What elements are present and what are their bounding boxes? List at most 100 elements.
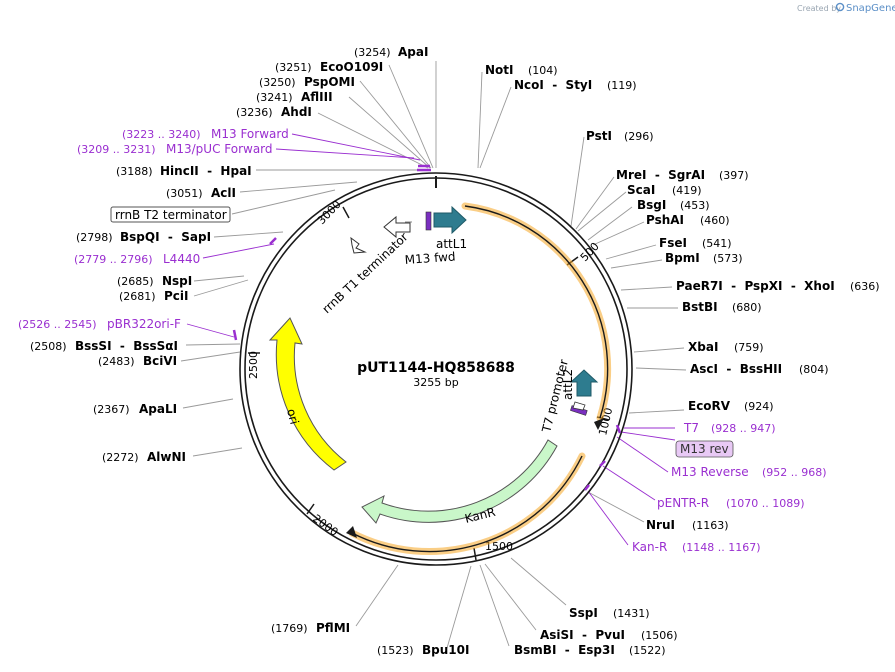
site-pos: (460) (700, 214, 730, 227)
rrnb-terminators: rrnB T1 terminator (319, 215, 412, 316)
primer-labels: (3223 .. 3240) M13 Forward (3209 .. 3231… (18, 127, 827, 554)
site-leader-lines (180, 61, 687, 649)
site-pos: (119) (607, 79, 637, 92)
site-pos: (1769) (271, 622, 308, 635)
primer-name: L4440 (163, 252, 200, 266)
site-name: AsiSI - PvuI (540, 628, 625, 642)
ori-feature: ori (268, 317, 347, 471)
site-pos: (1431) (613, 607, 650, 620)
site-name: NruI (646, 518, 675, 532)
feature-label-attl2: attL2 (561, 369, 575, 400)
snapgene-logo-icon (835, 2, 845, 12)
site-name: AhdI (281, 105, 312, 119)
tick-label: 2000 (310, 512, 340, 539)
primer-box-m13-rev (675, 440, 734, 458)
site-name: NspI (162, 274, 192, 288)
primer-range: (2526 .. 2545) (18, 318, 97, 331)
site-name: BspQI - SapI (120, 230, 211, 244)
site-name: ScaI (627, 183, 655, 197)
site-name: AclI (211, 186, 236, 200)
attl2-feature: attL2 T7 promoter (539, 358, 599, 435)
right-site-labels: NotI (104) NcoI - StyI (119) PstI (296) … (485, 63, 880, 657)
primer-name: pBR322ori-F (107, 317, 181, 331)
site-name: EcoRV (688, 399, 731, 413)
primer-range: (952 .. 968) (762, 466, 827, 479)
site-pos: (1163) (692, 519, 729, 532)
site-pos: (104) (528, 64, 558, 77)
watermark-brand: SnapGene (846, 3, 895, 14)
site-pos: (3051) (166, 187, 203, 200)
site-pos: (680) (732, 301, 762, 314)
site-pos: (759) (734, 341, 764, 354)
site-name: BpmI (665, 251, 700, 265)
left-site-labels: (3254) ApaI (3251) EcoO109I (3250) PspOM… (30, 45, 469, 657)
primer-range: (928 .. 947) (711, 422, 776, 435)
site-pos: (2367) (93, 403, 130, 416)
site-name: PaeR7I - PspXI - XhoI (676, 279, 835, 293)
watermark-prefix: Created by (797, 4, 841, 13)
site-pos: (419) (672, 184, 702, 197)
site-pos: (453) (680, 199, 710, 212)
site-pos: (2272) (102, 451, 139, 464)
feature-label-ori: ori (284, 407, 301, 426)
tick-label: 2500 (247, 351, 260, 379)
site-name: BstBI (682, 300, 718, 314)
feature-box-rrnb-t2 (110, 206, 231, 223)
site-name: BsgI (637, 198, 666, 212)
plasmid-length: 3255 bp (413, 376, 458, 389)
site-name: ApaI (398, 45, 428, 59)
primer-range: (2779 .. 2796) (74, 253, 153, 266)
site-pos: (3236) (236, 106, 273, 119)
site-pos: (397) (719, 169, 749, 182)
kanr-feature: KanR (361, 439, 558, 526)
site-name: XbaI (688, 340, 718, 354)
primer-name: Kan-R (632, 540, 667, 554)
feature-label-m13-fwd: M13 fwd (404, 249, 456, 267)
tick-label: 3000 (315, 198, 344, 227)
site-name: AlwNI (147, 450, 186, 464)
site-pos: (2681) (119, 290, 156, 303)
snapgene-watermark: Created by SnapGene (797, 2, 895, 14)
site-pos: (804) (799, 363, 829, 376)
site-name: PflMI (316, 621, 350, 635)
primer-range: (1070 .. 1089) (726, 497, 805, 510)
site-name: PspOMI (304, 75, 355, 89)
site-pos: (1522) (629, 644, 666, 657)
site-pos: (573) (713, 252, 743, 265)
primer-name: M13 Reverse (671, 465, 749, 479)
site-name: HincII - HpaI (160, 164, 252, 178)
site-pos: (2685) (117, 275, 154, 288)
primer-leader-lines (186, 133, 676, 546)
site-name: SspI (569, 606, 598, 620)
primer-name: M13 rev (680, 442, 729, 456)
site-pos: (3254) (354, 46, 391, 59)
primer-range: (3209 .. 3231) (77, 143, 156, 156)
site-name: MreI - SgrAI (616, 168, 705, 182)
site-name: BsmBI - Esp3I (514, 643, 615, 657)
site-name: FseI (659, 236, 687, 250)
primer-marks (232, 164, 622, 491)
primer-name: M13 Forward (211, 127, 289, 141)
feature-label-rrnb-t1: rrnB T1 terminator (319, 230, 410, 316)
site-name: PshAI (646, 213, 684, 227)
site-name: BciVI (143, 354, 177, 368)
tick-label: 500 (578, 240, 602, 264)
site-pos: (3250) (259, 76, 296, 89)
feature-label-attl1: attL1 (436, 237, 467, 251)
backbone-outer (239, 172, 633, 566)
site-pos: (2483) (98, 355, 135, 368)
site-name: PciI (164, 289, 189, 303)
site-pos: (924) (744, 400, 774, 413)
site-pos: (1506) (641, 629, 678, 642)
site-pos: (1523) (377, 644, 414, 657)
site-name: NotI (485, 63, 514, 77)
orange-feature-band-1 (461, 202, 612, 430)
plasmid-name: pUT1144-HQ858688 (357, 360, 515, 376)
primer-name: M13/pUC Forward (166, 142, 273, 156)
site-pos: (3188) (116, 165, 153, 178)
primer-name: pENTR-R (657, 496, 709, 510)
primer-name: T7 (683, 421, 699, 435)
site-name: NcoI - StyI (514, 78, 592, 92)
site-name: AflIII (301, 90, 333, 104)
